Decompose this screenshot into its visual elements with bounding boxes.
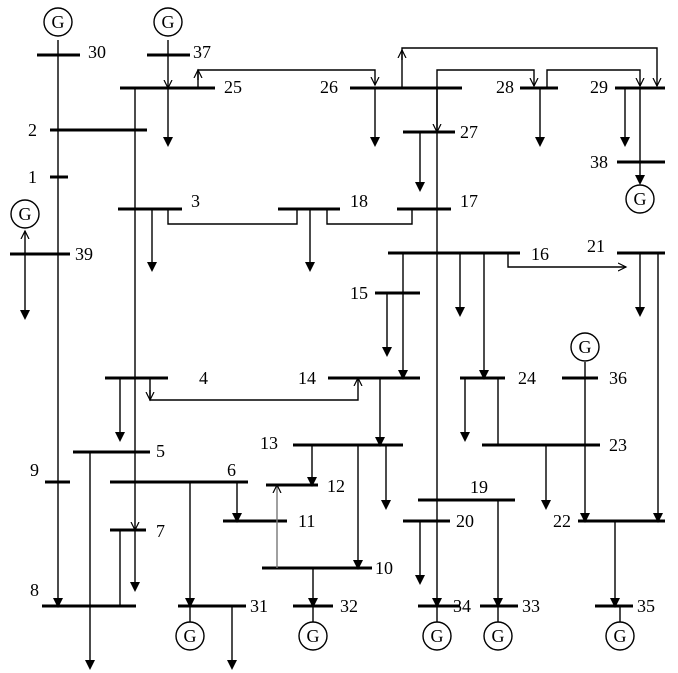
bus-label-38: 38: [590, 152, 608, 172]
bus-label-33: 33: [522, 596, 540, 616]
bus-label-14: 14: [298, 368, 316, 388]
bus-label-4: 4: [199, 368, 208, 388]
bus-label-8: 8: [30, 580, 39, 600]
generator-37: G: [153, 7, 183, 37]
svg-text:G: G: [19, 204, 32, 224]
connections: [20, 40, 663, 670]
generator-38: G: [625, 184, 655, 214]
bus-label-29: 29: [590, 77, 608, 97]
bus-label-2: 2: [28, 120, 37, 140]
generator-30: G: [43, 7, 73, 37]
generator-34: G: [422, 621, 452, 651]
bus-label-6: 6: [227, 460, 236, 480]
bus-label-27: 27: [460, 122, 478, 142]
bus-label-16: 16: [531, 244, 549, 264]
bus-label-9: 9: [30, 460, 39, 480]
bus-label-5: 5: [156, 441, 165, 461]
bus-label-12: 12: [327, 476, 345, 496]
bus-labels: 30 37 25 26 28 29 2 27 38 1 3 18 17 39 1…: [28, 42, 655, 616]
bus-label-30: 30: [88, 42, 106, 62]
bus-label-3: 3: [191, 191, 200, 211]
bus-label-15: 15: [350, 283, 368, 303]
bus-label-25: 25: [224, 77, 242, 97]
svg-text:G: G: [579, 337, 592, 357]
bus-label-28: 28: [496, 77, 514, 97]
bus-label-1: 1: [28, 167, 37, 187]
bus-label-10: 10: [375, 558, 393, 578]
bus-label-26: 26: [320, 77, 338, 97]
generator-39: G: [10, 199, 40, 229]
bus-label-34: 34: [453, 596, 471, 616]
bus-label-13: 13: [260, 433, 278, 453]
svg-text:G: G: [614, 626, 627, 646]
bus-label-19: 19: [470, 477, 488, 497]
svg-text:G: G: [307, 626, 320, 646]
bus-label-24: 24: [518, 368, 536, 388]
bus-label-39: 39: [75, 244, 93, 264]
svg-text:G: G: [52, 12, 65, 32]
svg-text:G: G: [184, 626, 197, 646]
generator-32: G: [298, 621, 328, 651]
bus-label-32: 32: [340, 596, 358, 616]
bus-label-17: 17: [460, 191, 478, 211]
svg-text:G: G: [162, 12, 175, 32]
generator-33: G: [483, 621, 513, 651]
generator-31: G: [175, 621, 205, 651]
svg-text:G: G: [431, 626, 444, 646]
generators: G G G G G G G G G G: [10, 7, 655, 651]
bus-label-11: 11: [298, 511, 315, 531]
bus-label-7: 7: [156, 521, 165, 541]
bus-label-31: 31: [250, 596, 268, 616]
generator-35: G: [605, 621, 635, 651]
bus-label-37: 37: [193, 42, 211, 62]
bus-label-22: 22: [553, 511, 571, 531]
generator-36: G: [570, 332, 600, 362]
bus-label-21: 21: [587, 236, 605, 256]
bus-label-36: 36: [609, 368, 627, 388]
svg-text:G: G: [492, 626, 505, 646]
svg-text:G: G: [634, 189, 647, 209]
bus-label-18: 18: [350, 191, 368, 211]
bus-label-20: 20: [456, 511, 474, 531]
bus-label-35: 35: [637, 596, 655, 616]
bus-label-23: 23: [609, 435, 627, 455]
